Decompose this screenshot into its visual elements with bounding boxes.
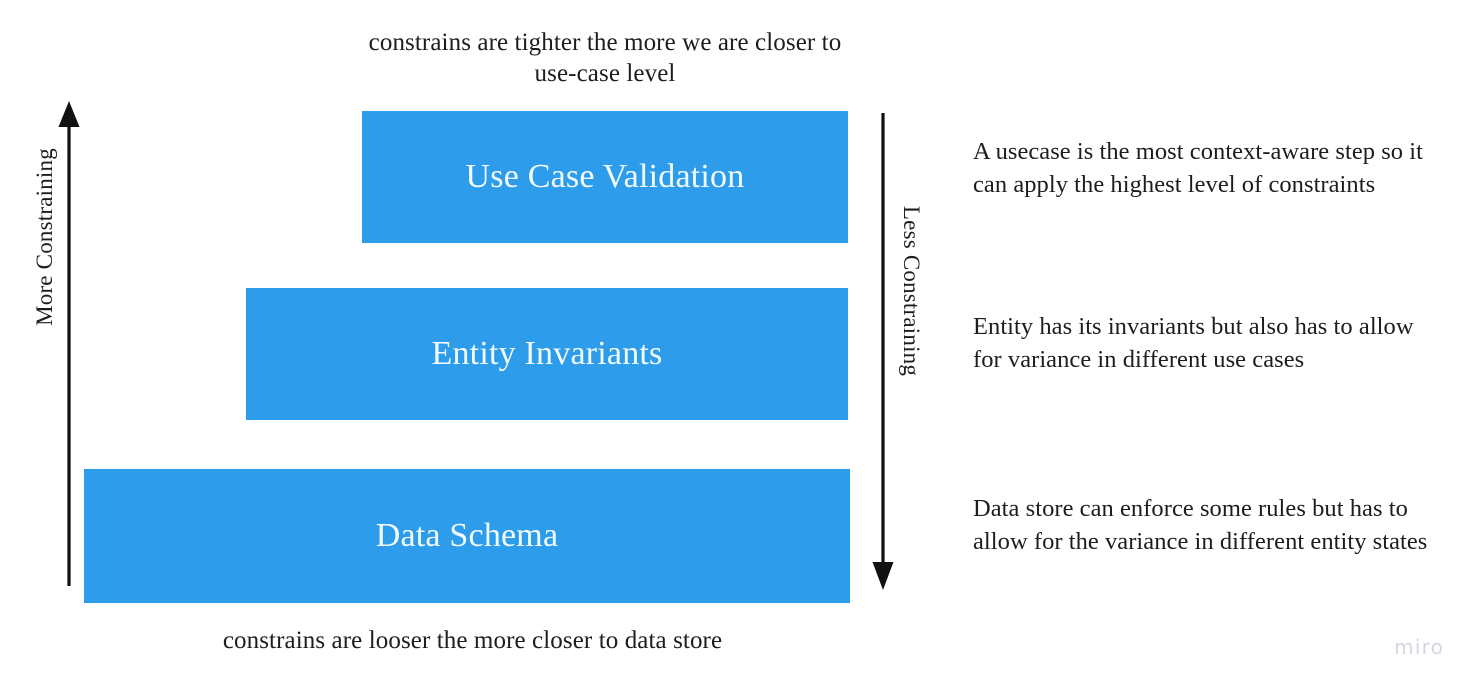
arrow-up-icon: [58, 100, 80, 588]
layer-bar-use-case-validation[interactable]: Use Case Validation: [362, 111, 848, 243]
left-axis-label: More Constraining: [32, 148, 57, 326]
annotation-use-case-validation: A usecase is the most context-aware step…: [973, 138, 1423, 198]
top-caption: constrains are tighter the more we are c…: [368, 29, 842, 88]
layer-bar-label: Data Schema: [375, 517, 559, 554]
miro-watermark: miro: [1394, 635, 1444, 659]
right-axis-label: Less Constraining: [899, 205, 924, 377]
arrow-down-icon: [872, 112, 894, 592]
layer-bar-label: Entity Invariants: [431, 335, 663, 372]
annotation-data-schema: Data store can enforce some rules but ha…: [973, 495, 1428, 555]
bottom-caption: constrains are looser the more closer to…: [222, 627, 723, 654]
layer-bar-data-schema[interactable]: Data Schema: [84, 469, 850, 603]
annotation-entity-invariants: Entity has its invariants but also has t…: [973, 313, 1414, 373]
layer-bar-label: Use Case Validation: [465, 158, 745, 195]
layer-bar-entity-invariants[interactable]: Entity Invariants: [246, 288, 848, 420]
